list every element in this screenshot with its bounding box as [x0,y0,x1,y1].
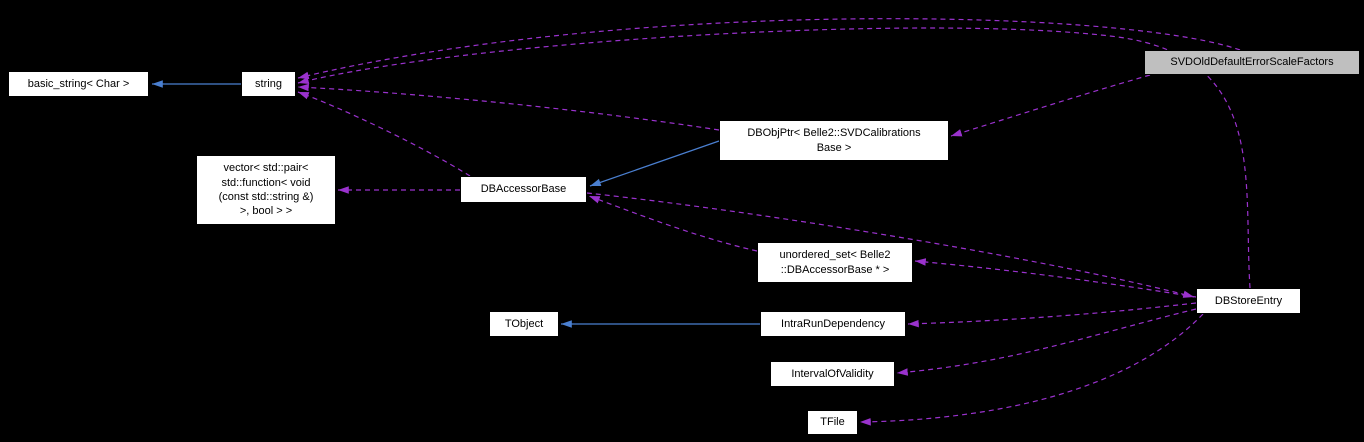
node-intervalofvalidity[interactable]: IntervalOfValidity [770,361,895,387]
edge-svd-to-dbobjptr [950,74,1151,137]
node-dbstoreentry[interactable]: DBStoreEntry [1196,288,1301,314]
edge-unordered-set-to-dbaccessorbase [588,195,758,252]
node-dbobjptr[interactable]: DBObjPtr< Belle2::SVDCalibrations Base > [719,120,949,161]
edge-dbobjptr-to-string [297,83,720,131]
edge-svd-to-string [297,18,1241,80]
node-tfile[interactable]: TFile [807,410,858,435]
node-svd-old-default-error-scale-factors[interactable]: SVDOldDefaultErrorScaleFactors [1144,50,1360,75]
node-dbaccessorbase[interactable]: DBAccessorBase [460,176,587,203]
node-vector-pair-function[interactable]: vector< std::pair< std::function< void (… [196,155,336,225]
node-unordered-set[interactable]: unordered_set< Belle2 ::DBAccessorBase *… [757,242,913,283]
node-tobject[interactable]: TObject [489,311,559,337]
edge-dbobjptr-to-dbaccessorbase [589,140,720,187]
node-intrarundependency[interactable]: IntraRunDependency [760,311,906,337]
node-basic-string[interactable]: basic_string< Char > [8,71,149,97]
edge-dbstoreentry-to-tfile [859,313,1204,426]
edge-dbstoreentry-to-intervalofvalidity [896,308,1197,376]
node-string[interactable]: string [241,71,296,97]
edge-dbstoreentry-to-unordered-set [914,258,1197,298]
edge-dbstoreentry-to-intrarundependency [907,302,1197,328]
